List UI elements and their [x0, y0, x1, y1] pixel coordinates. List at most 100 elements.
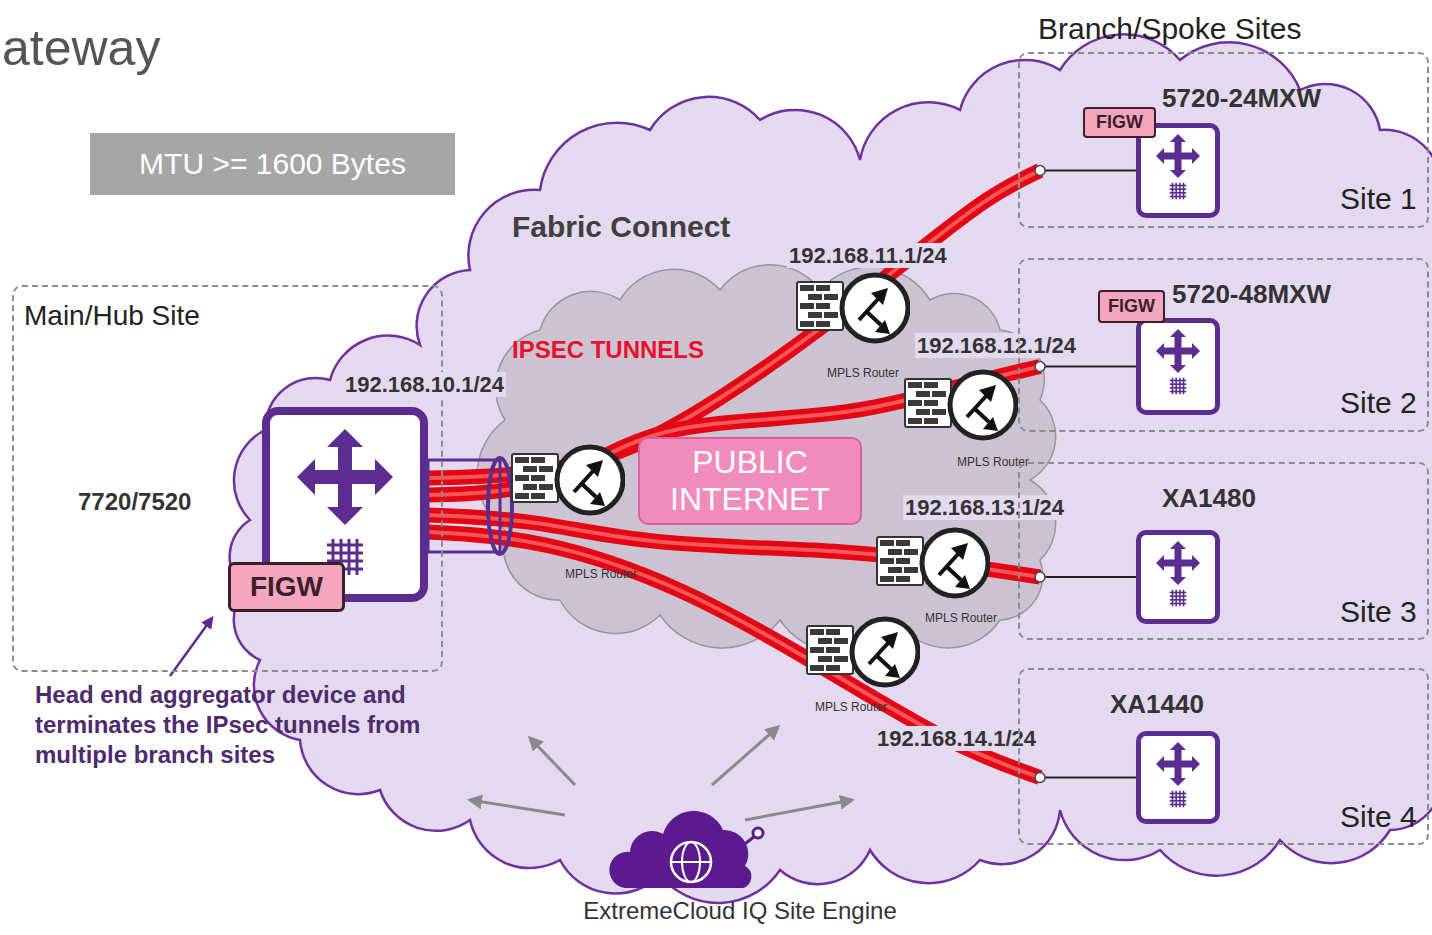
- node-icon: [875, 523, 990, 603]
- firewall-brick: [896, 576, 910, 582]
- node-label: 5720-24MXW: [1162, 84, 1321, 114]
- node-label: FIGW: [1108, 296, 1155, 317]
- ipsec-tunnel: [428, 532, 1136, 783]
- switch-box: 7720/7520FIGW: [262, 407, 428, 602]
- node-icon: [510, 440, 625, 520]
- node-label: Main/Hub Site: [24, 300, 200, 332]
- firewall-brick: [826, 665, 840, 671]
- node-icon: [805, 612, 920, 692]
- firewall-brick: [908, 382, 922, 388]
- router-symbol: [950, 372, 1016, 438]
- node-icon: [795, 268, 910, 348]
- firewall-brick: [896, 558, 910, 564]
- node-icon: [1141, 736, 1215, 819]
- tunnel-tube: [428, 171, 1040, 479]
- router-arrow: [582, 484, 596, 497]
- firewall-symbol: [797, 282, 843, 330]
- tunnel-link: [1040, 170, 1136, 172]
- satellite-dot: [753, 828, 763, 838]
- router-arrow: [867, 312, 881, 325]
- node-label: XA1440: [1110, 690, 1204, 720]
- router-arrowhead: [955, 575, 970, 589]
- node-label: Site 4: [1340, 800, 1417, 835]
- firewall-brick: [539, 466, 553, 472]
- firewall-symbol: [877, 537, 923, 585]
- router-symbol: [842, 275, 908, 341]
- mpls-router: 192.168.11.1/24MPLS Router: [795, 268, 910, 348]
- router-arrow: [574, 470, 594, 492]
- firewall-brick: [808, 312, 822, 318]
- node-icon: [1141, 535, 1215, 619]
- switch-box: XA1440: [1136, 731, 1220, 824]
- management-arrow: [745, 800, 852, 820]
- node-label: 5720-48MXW: [1172, 280, 1331, 310]
- node-label: 192.168.13.1/24: [903, 495, 1066, 520]
- node-label: 192.168.10.1/24: [343, 372, 506, 397]
- management-arrow: [712, 727, 778, 785]
- firewall-brick: [904, 549, 918, 555]
- site-box: Site 4 XA1440: [1018, 668, 1429, 845]
- firewall-brick: [800, 303, 814, 309]
- tunnel-highlight: [428, 171, 1040, 479]
- firewall-symbol: [905, 379, 951, 427]
- firewall-brick: [531, 457, 545, 463]
- fourway-arrow: [1156, 541, 1200, 585]
- tunnel-end: [1035, 773, 1045, 783]
- firewall-brick: [800, 285, 814, 291]
- router-arrowhead: [885, 664, 900, 678]
- firewall-brick: [880, 576, 894, 582]
- site-box: Site 25720-48MXWFIGW: [1018, 258, 1429, 432]
- router-arrow: [869, 642, 889, 664]
- internet-box: PUBLIC INTERNET: [638, 437, 862, 525]
- router-symbol: [852, 619, 918, 685]
- switch-box: XA1480: [1136, 530, 1220, 624]
- router-arrowhead: [951, 543, 968, 560]
- node-icon: [1141, 128, 1215, 213]
- router-arrow: [975, 409, 989, 422]
- firewall-brick: [818, 638, 832, 644]
- firewall-brick: [896, 540, 910, 546]
- firewall-brick: [824, 312, 838, 318]
- firewall-brick: [932, 391, 946, 397]
- figw-badge: FIGW: [1083, 107, 1156, 138]
- network-name: Fabric Connect: [512, 210, 730, 245]
- figw-badge: FIGW: [1098, 290, 1165, 323]
- region-heading: Branch/Spoke Sites: [1038, 12, 1301, 47]
- node-label: MTU >= 1600 Bytes: [139, 147, 406, 182]
- figw-badge: FIGW: [228, 562, 345, 612]
- firewall-symbol: [512, 454, 558, 502]
- tunnel-end: [1035, 362, 1045, 372]
- fourway-arrow: [1156, 134, 1200, 178]
- router-arrow: [877, 656, 891, 669]
- firewall-brick: [816, 303, 830, 309]
- note-box: MTU >= 1600 Bytes: [90, 133, 455, 195]
- mpls-router: 192.168.12.1/24MPLS Router: [903, 365, 1018, 445]
- firewall-brick: [908, 418, 922, 424]
- callout-note: Head end aggregator device and terminate…: [35, 680, 515, 770]
- mpls-router: 192.168.14.1/24MPLS Router: [805, 612, 920, 692]
- router-arrow: [939, 553, 959, 575]
- node-label: 192.168.12.1/24: [915, 333, 1078, 358]
- node-label: ExtremeCloud IQ Site Engine: [583, 897, 897, 925]
- fourway-arrow: [1156, 742, 1200, 786]
- site-box: Site 3XA1480: [1018, 462, 1429, 640]
- satellite-link: [737, 836, 755, 850]
- firewall-brick: [531, 475, 545, 481]
- switch-box: 5720-48MXWFIGW: [1136, 318, 1220, 415]
- firewall-brick: [916, 391, 930, 397]
- firewall-brick: [810, 647, 824, 653]
- node-label: PUBLIC INTERNET: [648, 444, 852, 518]
- firewall-brick: [826, 629, 840, 635]
- management-arrow: [470, 800, 565, 815]
- router-arrowhead: [871, 288, 888, 305]
- tunnel-highlight: [428, 532, 1040, 778]
- router-arrowhead: [586, 460, 603, 477]
- hub-uplink-ring: [488, 458, 512, 554]
- firewall-brick: [515, 475, 529, 481]
- router-arrowhead: [979, 385, 996, 402]
- node-label: Site 1: [1340, 182, 1417, 217]
- router-arrowhead: [881, 632, 898, 649]
- node-sublabel: MPLS Router: [565, 568, 637, 582]
- firewall-brick: [924, 382, 938, 388]
